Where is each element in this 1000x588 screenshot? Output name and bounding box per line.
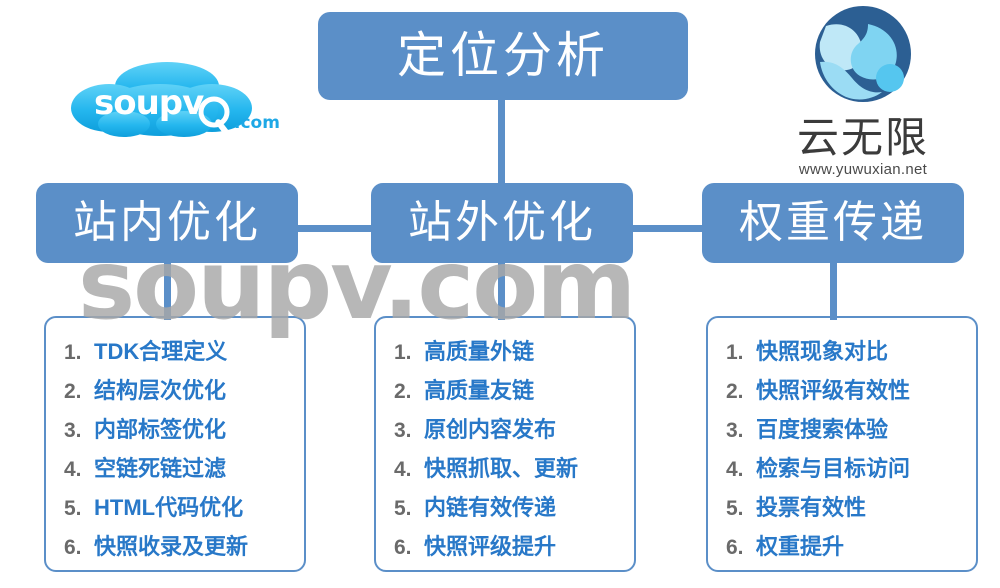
list-item-number: 3. [726, 419, 744, 442]
connector-external-to-list [498, 258, 505, 320]
connector-internal-to-list [164, 258, 171, 320]
list-item[interactable]: 5. HTML代码优化 [64, 490, 294, 522]
list-item[interactable]: 6. 快照评级提升 [394, 529, 624, 561]
list-item-number: 5. [726, 497, 744, 520]
node-root-label: 定位分析 [396, 28, 609, 83]
list-item-number: 4. [726, 458, 744, 481]
list-item-label: 内部标签优化 [94, 417, 227, 442]
list-item-label: 快照收录及更新 [94, 534, 249, 559]
list-item[interactable]: 3. 原创内容发布 [394, 412, 624, 444]
list-item-label: 空链死链过滤 [94, 456, 227, 481]
list-item-label: TDK合理定义 [94, 339, 228, 364]
node-branch-label: 站外优化 [408, 198, 596, 247]
list-item[interactable]: 4. 检索与目标访问 [726, 451, 966, 483]
list-item[interactable]: 5. 投票有效性 [726, 490, 966, 522]
list-item-number: 6. [64, 536, 82, 559]
list-item-label: 投票有效性 [756, 495, 867, 520]
list-item-number: 1. [726, 341, 744, 364]
list-item-number: 1. [64, 341, 82, 364]
list-item-label: 权重提升 [756, 534, 845, 559]
list-panel-onsite-optimization: 1. TDK合理定义 2. 结构层次优化 3. 内部标签优化 4. 空链死链过滤… [44, 316, 306, 572]
list-item-label: 快照抓取、更新 [424, 456, 579, 481]
node-branch-label: 权重传递 [739, 198, 927, 247]
list-item-label: HTML代码优化 [94, 495, 244, 520]
list-item-number: 2. [394, 380, 412, 403]
node-branch-weight-transfer[interactable]: 权重传递 [702, 183, 964, 263]
list-item-number: 1. [394, 341, 412, 364]
list-item-label: 快照现象对比 [756, 339, 889, 364]
node-root-positioning-analysis[interactable]: 定位分析 [318, 12, 688, 100]
list-item[interactable]: 1. 快照现象对比 [726, 334, 966, 366]
list-item-label: 高质量友链 [424, 378, 535, 403]
circle-sprout-icon [815, 6, 911, 102]
list-item[interactable]: 6. 快照收录及更新 [64, 529, 294, 561]
node-branch-onsite-optimization[interactable]: 站内优化 [36, 183, 298, 263]
node-branch-label: 站内优化 [73, 198, 261, 247]
list-item[interactable]: 5. 内链有效传递 [394, 490, 624, 522]
list-item[interactable]: 2. 快照评级有效性 [726, 373, 966, 405]
list-item-number: 6. [394, 536, 412, 559]
connector-root-to-external [498, 98, 505, 188]
logo-yuwuxian-name: 云无限 [796, 113, 929, 162]
list-item-label: 快照评级有效性 [756, 378, 911, 403]
svg-text:soupv: soupv [94, 83, 204, 123]
node-branch-offsite-optimization[interactable]: 站外优化 [371, 183, 633, 263]
list-item-label: 结构层次优化 [94, 378, 227, 403]
list-item-number: 4. [394, 458, 412, 481]
list-item-number: 4. [64, 458, 82, 481]
list-item[interactable]: 2. 高质量友链 [394, 373, 624, 405]
list-item-number: 2. [64, 380, 82, 403]
list-item-label: 高质量外链 [424, 339, 535, 364]
cloud-magnifier-icon: soupv .com [71, 62, 280, 137]
list-item-label: 快照评级提升 [424, 534, 557, 559]
list-item-number: 5. [64, 497, 82, 520]
list-item[interactable]: 3. 内部标签优化 [64, 412, 294, 444]
list-item[interactable]: 2. 结构层次优化 [64, 373, 294, 405]
list-item[interactable]: 1. 高质量外链 [394, 334, 624, 366]
list-item[interactable]: 4. 快照抓取、更新 [394, 451, 624, 483]
connector-external-to-weight [625, 225, 710, 232]
list-item[interactable]: 1. TDK合理定义 [64, 334, 294, 366]
logo-yuwuxian-url: www.yuwuxian.net [798, 161, 928, 178]
list-item-number: 2. [726, 380, 744, 403]
list-panel-offsite-optimization: 1. 高质量外链 2. 高质量友链 3. 原创内容发布 4. 快照抓取、更新 5… [374, 316, 636, 572]
list-item-label: 百度搜索体验 [756, 417, 889, 442]
logo-soupv-tld: .com [234, 113, 280, 133]
list-item-label: 检索与目标访问 [756, 456, 911, 481]
list-item-number: 5. [394, 497, 412, 520]
list-panel-weight-transfer: 1. 快照现象对比 2. 快照评级有效性 3. 百度搜索体验 4. 检索与目标访… [706, 316, 978, 572]
connector-weight-to-list [830, 258, 837, 320]
list-item-number: 3. [64, 419, 82, 442]
list-item[interactable]: 3. 百度搜索体验 [726, 412, 966, 444]
list-item-label: 原创内容发布 [424, 417, 557, 442]
logo-yuwuxian: 云无限 www.yuwuxian.net [748, 4, 978, 178]
list-item-label: 内链有效传递 [424, 495, 557, 520]
logo-soupv: soupv .com [62, 58, 287, 150]
list-item[interactable]: 4. 空链死链过滤 [64, 451, 294, 483]
list-item-number: 6. [726, 536, 744, 559]
list-item[interactable]: 6. 权重提升 [726, 529, 966, 561]
connector-external-to-internal [290, 225, 380, 232]
list-item-number: 3. [394, 419, 412, 442]
